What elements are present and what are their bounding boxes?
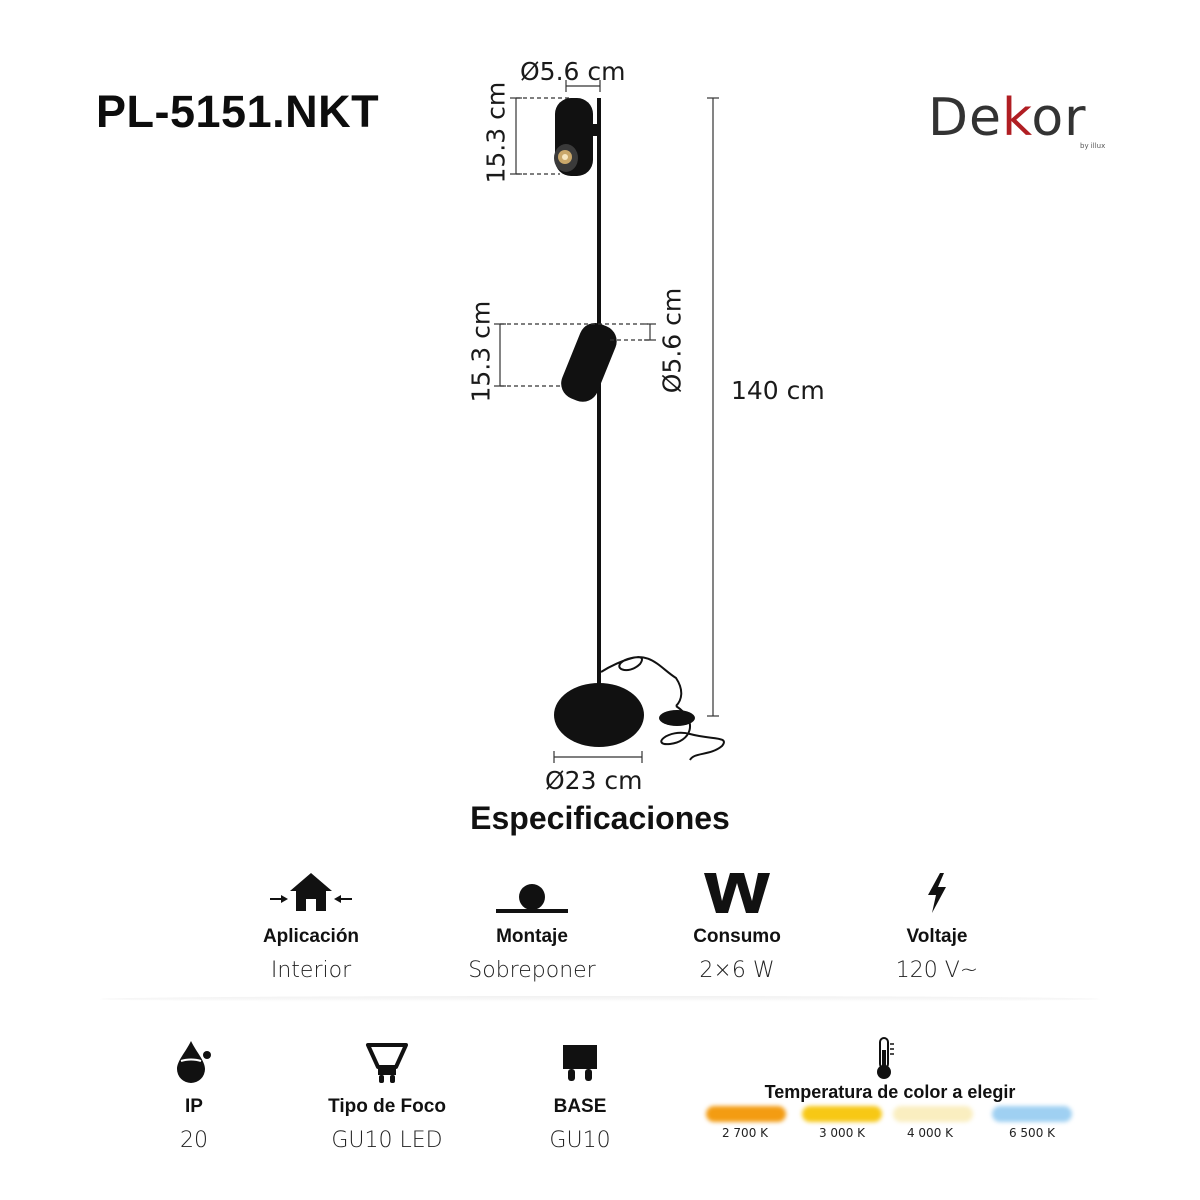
power-cable <box>600 656 725 761</box>
middle-lamp-head <box>561 322 617 402</box>
thermometer-icon <box>870 1034 900 1089</box>
swatch-6500k <box>992 1106 1072 1122</box>
dimension-lines <box>494 80 719 763</box>
spec-voltaje: Voltaje 120 V~ <box>827 862 1047 983</box>
spec-value: 120 V~ <box>895 958 979 983</box>
brand-logo: Dekor by illux <box>928 92 1118 162</box>
mid-head-diameter-label: Ø5.6 cm <box>657 287 687 394</box>
lamp-base <box>554 683 644 747</box>
surface-mount-icon <box>422 862 642 922</box>
lamp-technical-drawing <box>494 80 725 763</box>
spec-value: GU10 LED <box>331 1128 443 1153</box>
spec-montaje: Montaje Sobreponer <box>422 862 642 983</box>
top-head-diameter-label: Ø5.6 cm <box>520 57 626 86</box>
swatch-2700k <box>706 1106 786 1122</box>
spec-tipo-de-foco: Tipo de Foco GU10 LED <box>277 1032 497 1153</box>
total-height-label: 140 cm <box>731 376 825 405</box>
swatch-4000k <box>893 1106 973 1122</box>
water-drop-icon <box>84 1032 304 1092</box>
swatch-label-6500k: 6 500 K <box>1008 1126 1056 1140</box>
swatch-3000k <box>802 1106 882 1122</box>
watt-icon <box>627 862 847 922</box>
spec-value: 2×6 W <box>699 958 775 983</box>
bulb-icon <box>277 1032 497 1092</box>
socket-base-icon <box>470 1032 690 1092</box>
spec-label: Montaje <box>496 926 568 947</box>
specifications-title: Especificaciones <box>470 800 730 836</box>
spec-value: Sobreponer <box>468 958 596 983</box>
top-head-length-label: 15.3 cm <box>481 81 511 184</box>
spec-value: 20 <box>180 1128 208 1153</box>
base-diameter-label: Ø23 cm <box>545 766 643 795</box>
spec-base: BASE GU10 <box>470 1032 690 1153</box>
swatch-label-2700k: 2 700 K <box>721 1126 769 1140</box>
spec-label: Tipo de Foco <box>328 1096 446 1117</box>
logo-subtitle: by illux <box>1080 142 1106 150</box>
color-temperature-title: Temperatura de color a elegir <box>764 1082 1016 1102</box>
spec-label: Aplicación <box>262 926 360 947</box>
spec-aplicacion: Aplicación Interior <box>201 862 421 983</box>
logo-text: Dekor <box>928 88 1087 148</box>
lightning-icon <box>827 862 1047 922</box>
spec-label: Voltaje <box>906 926 968 947</box>
mid-head-length-label: 15.3 cm <box>466 300 496 403</box>
house-icon <box>201 862 421 922</box>
spec-value: GU10 <box>549 1128 611 1153</box>
spec-value: Interior <box>270 958 352 983</box>
section-divider <box>100 996 1100 1002</box>
spec-label: IP <box>185 1096 203 1117</box>
spec-ip: IP 20 <box>84 1032 304 1153</box>
top-lamp-head <box>554 98 599 176</box>
product-model-code: PL-5151.NKT <box>96 86 380 137</box>
spec-consumo: Consumo 2×6 W <box>627 862 847 983</box>
swatch-label-4000k: 4 000 K <box>906 1126 954 1140</box>
spec-label: Consumo <box>693 926 781 947</box>
swatch-label-3000k: 3 000 K <box>818 1126 866 1140</box>
spec-label: BASE <box>553 1096 607 1117</box>
